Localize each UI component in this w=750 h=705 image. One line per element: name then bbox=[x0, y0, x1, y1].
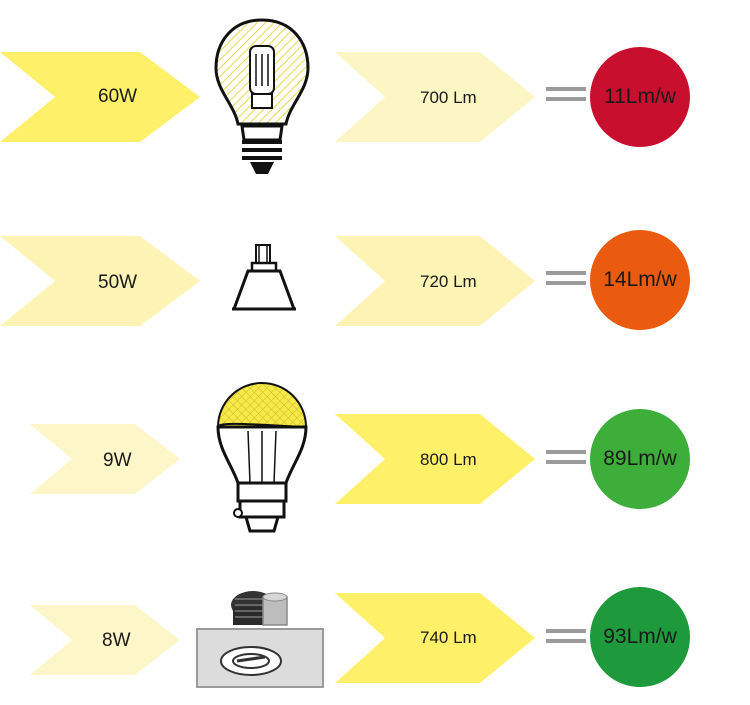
efficacy-badge: 11Lm/w bbox=[590, 47, 690, 147]
wattage-arrow bbox=[30, 424, 180, 494]
wattage-arrow-shape bbox=[30, 605, 180, 675]
wattage-label: 8W bbox=[102, 630, 131, 651]
comparison-row-50w: 50W 720 Lm 14Lm/w bbox=[0, 230, 690, 330]
wattage-label: 60W bbox=[98, 86, 138, 107]
lumens-label: 740 Lm bbox=[420, 628, 477, 647]
comparison-row-9w: 9W 800 Lm 89Lm/w bbox=[30, 382, 690, 533]
wattage-arrow bbox=[0, 236, 200, 326]
wattage-arrow bbox=[0, 52, 200, 142]
efficacy-value: 11Lm/w bbox=[604, 85, 676, 108]
efficacy-value: 89Lm/w bbox=[603, 447, 677, 470]
lumens-label: 700 Lm bbox=[420, 88, 477, 107]
equals-sign bbox=[546, 629, 586, 649]
lumens-arrow-shape bbox=[335, 414, 535, 504]
led-downlight-icon bbox=[193, 585, 328, 695]
wattage-label: 50W bbox=[98, 272, 138, 293]
lumens-arrow bbox=[335, 414, 535, 504]
equals-sign bbox=[546, 87, 586, 107]
comparison-row-60w: 60W 700 Lm 11Lm/w bbox=[0, 0, 750, 175]
lumens-arrow-shape bbox=[335, 593, 535, 683]
wattage-arrow-shape bbox=[0, 236, 200, 326]
lumens-arrow bbox=[335, 52, 535, 142]
equals-sign bbox=[546, 271, 586, 291]
wattage-arrow-shape bbox=[0, 52, 200, 142]
wattage-arrow-shape bbox=[30, 424, 180, 494]
wattage-label: 9W bbox=[103, 450, 132, 471]
halogen-spot-icon bbox=[228, 243, 300, 320]
lumens-arrow-shape bbox=[335, 52, 535, 142]
wattage-arrow bbox=[30, 605, 180, 675]
lumens-arrow bbox=[335, 236, 535, 326]
lumens-arrow bbox=[335, 593, 535, 683]
halogen-bulb-icon bbox=[212, 16, 312, 186]
efficacy-badge: 89Lm/w bbox=[590, 409, 690, 509]
equals-sign bbox=[546, 450, 586, 470]
lumens-label: 800 Lm bbox=[420, 450, 477, 469]
lumens-label: 720 Lm bbox=[420, 272, 477, 291]
led-bulb-icon bbox=[212, 375, 312, 545]
efficacy-badge: 14Lm/w bbox=[590, 230, 690, 330]
lumens-arrow-shape bbox=[335, 236, 535, 326]
efficacy-value: 14Lm/w bbox=[603, 268, 677, 291]
efficacy-value: 93Lm/w bbox=[603, 625, 677, 648]
efficacy-badge: 93Lm/w bbox=[590, 587, 690, 687]
